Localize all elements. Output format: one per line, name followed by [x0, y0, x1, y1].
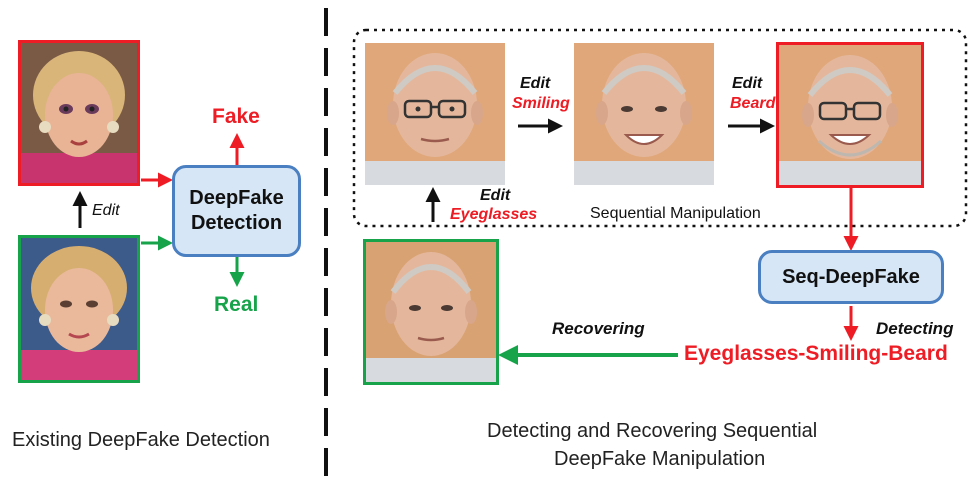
detector-line1: DeepFake [189, 187, 284, 209]
result-sequence: Eyeglasses-Smiling-Beard [684, 342, 948, 365]
detecting-label: Detecting [876, 319, 954, 338]
man-face-beard-icon [779, 45, 921, 185]
real-label: Real [214, 293, 259, 316]
man-original-image [365, 43, 505, 185]
man-face-smiling-icon [574, 43, 714, 185]
seq-deepfake-box: Seq-DeepFake [758, 250, 944, 304]
woman-face-real-icon [21, 238, 137, 380]
man-face-original-icon [365, 43, 505, 185]
seq-deepfake-label: Seq-DeepFake [782, 265, 920, 288]
deepfake-detection-box: DeepFake Detection [172, 165, 301, 257]
attribute-beard: Beard [730, 95, 776, 112]
sequence-label: Sequential Manipulation [590, 205, 761, 222]
attribute-eyeglasses: Eyeglasses [450, 206, 538, 223]
man-smiling-image [574, 43, 714, 185]
fake-face-image [18, 40, 140, 186]
right-caption-line1: Detecting and Recovering Sequential [487, 420, 818, 442]
left-caption: Existing DeepFake Detection [12, 429, 270, 451]
attribute-smiling: Smiling [512, 95, 570, 112]
real-face-image [18, 235, 140, 383]
fake-label: Fake [212, 105, 260, 128]
edit-label-step2: Edit [520, 75, 551, 92]
recovering-label: Recovering [552, 319, 645, 338]
sequence-dotted-box [352, 28, 968, 228]
edit-label-left: Edit [92, 202, 120, 219]
edit-label-step1: Edit [480, 187, 511, 204]
woman-face-fake-icon [21, 43, 137, 183]
edit-label-step3: Edit [732, 75, 763, 92]
man-beard-image [776, 42, 924, 188]
man-face-recovered-icon [366, 242, 496, 382]
right-caption-line2: DeepFake Manipulation [554, 448, 766, 470]
detector-line2: Detection [190, 212, 283, 234]
man-recovered-image [363, 239, 499, 385]
